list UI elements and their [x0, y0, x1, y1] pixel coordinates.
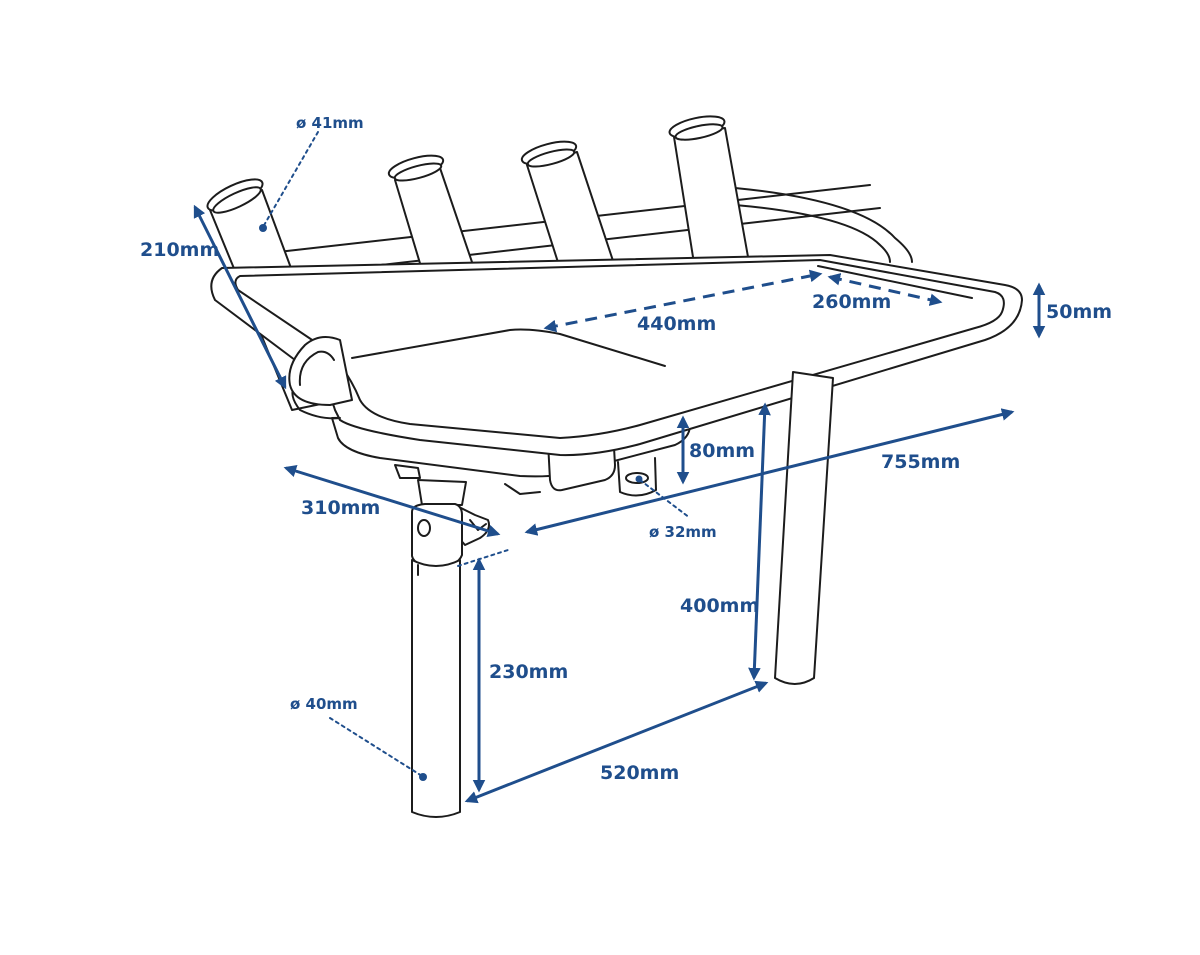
- label-tube-diameter: ø 40mm: [290, 695, 358, 713]
- dim-extension-230: [457, 549, 509, 567]
- dimension-labels: ø 41mm 210mm 440mm 260mm 50mm 80mm 755mm…: [140, 114, 1112, 784]
- dim-arrow-520: [464, 680, 769, 804]
- label-tray-depth: 80mm: [689, 440, 755, 462]
- dim-arrow-400: [748, 402, 771, 681]
- diameter-leaders: [259, 131, 691, 781]
- rear-leg: [774, 371, 834, 685]
- leader-dot-drain: [635, 475, 643, 483]
- label-leg-spacing: 520mm: [600, 762, 679, 784]
- label-rod-diameter: ø 41mm: [296, 114, 364, 132]
- label-overall-depth: 310mm: [301, 497, 380, 519]
- label-drain-diameter: ø 32mm: [649, 523, 717, 541]
- label-holder-height: 210mm: [140, 239, 219, 261]
- leader-dot-rod: [259, 224, 267, 232]
- dimension-lines: [193, 204, 1046, 804]
- front-leg: [411, 503, 463, 818]
- dim-arrow-210: [193, 204, 287, 390]
- rod-holder-4: [668, 115, 751, 277]
- label-tray-width: 260mm: [812, 291, 891, 313]
- label-mount-length: 230mm: [489, 661, 568, 683]
- dim-arrow-310: [283, 464, 501, 538]
- label-tray-length: 440mm: [637, 313, 716, 335]
- leader-tube-diameter: [329, 717, 423, 777]
- label-rail-height: 50mm: [1046, 301, 1112, 323]
- leader-drain-diameter: [639, 479, 691, 519]
- dim-arrow-440: [543, 269, 823, 333]
- leader-rod-diameter: [262, 131, 319, 228]
- side-handle: [288, 335, 353, 406]
- label-leg-length: 400mm: [680, 595, 759, 617]
- label-overall-length: 755mm: [881, 451, 960, 473]
- leader-dot-tube: [419, 773, 427, 781]
